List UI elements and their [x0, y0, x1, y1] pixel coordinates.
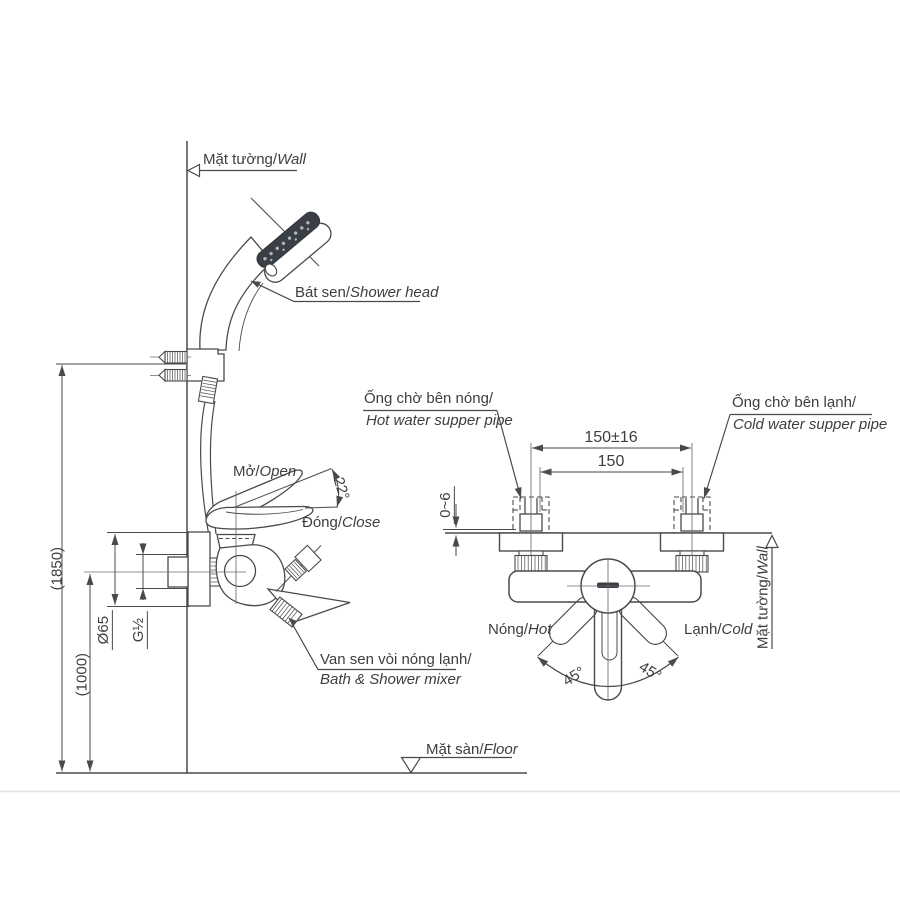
bracket-screws: [150, 350, 191, 383]
closed-lever: [205, 505, 314, 530]
wall-bracket: [186, 348, 225, 382]
closed-reference-line: [304, 506, 339, 509]
mixer-label-vi: Van sen vòi nóng lạnh/: [320, 651, 472, 668]
shower-head-label: Bát sen/Shower head: [295, 284, 439, 301]
wall-arrow-right: [765, 534, 779, 549]
mixer-front-view: [498, 532, 725, 701]
angle-22-arc: [331, 468, 344, 508]
floor-datum-triangle: [400, 756, 422, 774]
dim-flange-diameter: Ø65: [94, 610, 114, 651]
wall-arrow-left: [186, 163, 201, 178]
cold-label: Lạnh/Cold: [684, 621, 753, 638]
mixer-side-view: [167, 468, 351, 628]
wall-flange-side: [187, 531, 211, 607]
dimension-lines: [56, 363, 691, 772]
mixer-label-en: Bath & Shower mixer: [320, 671, 461, 688]
label-leaders: [186, 163, 872, 774]
wall-right-label: Mặt tường/Wall: [754, 546, 772, 650]
centerlines: [84, 443, 693, 700]
shower-wand: [199, 236, 273, 352]
aerator: [269, 596, 303, 628]
hot-pipe-label-vi: Ống chờ bên nóng/: [364, 390, 494, 407]
shower-head: [256, 211, 332, 283]
diverter-knob: [284, 544, 322, 582]
dim-wall-protrusion: 0~6: [436, 486, 456, 525]
cold-pipe-label-en: Cold water supper pipe: [733, 416, 888, 433]
close-label: Đóng/Close: [302, 514, 381, 531]
dim-pipe-spacing: 150: [597, 453, 625, 470]
dim-1850: (1850): [48, 546, 66, 591]
supply-pipes: [519, 498, 704, 532]
open-label: Mở/Open: [233, 463, 297, 480]
floor-label: Mặt sàn/Floor: [426, 741, 518, 758]
cartridge-housing: [223, 554, 257, 588]
hose-connector: [197, 375, 219, 405]
dim-thread-size: G½: [129, 611, 149, 650]
hot-label: Nóng/Hot: [488, 621, 552, 638]
dim-1000: (1000): [73, 652, 91, 697]
hot-pipe-label-en: Hot water supper pipe: [366, 412, 513, 429]
cold-pipe-label-vi: Ống chờ bên lạnh/: [732, 394, 857, 411]
wall-left-label: Mặt tường/Wall: [203, 151, 306, 168]
dim-pipe-spacing-tolerance: 150±16: [584, 429, 638, 446]
shower-head-joint: [264, 263, 278, 277]
